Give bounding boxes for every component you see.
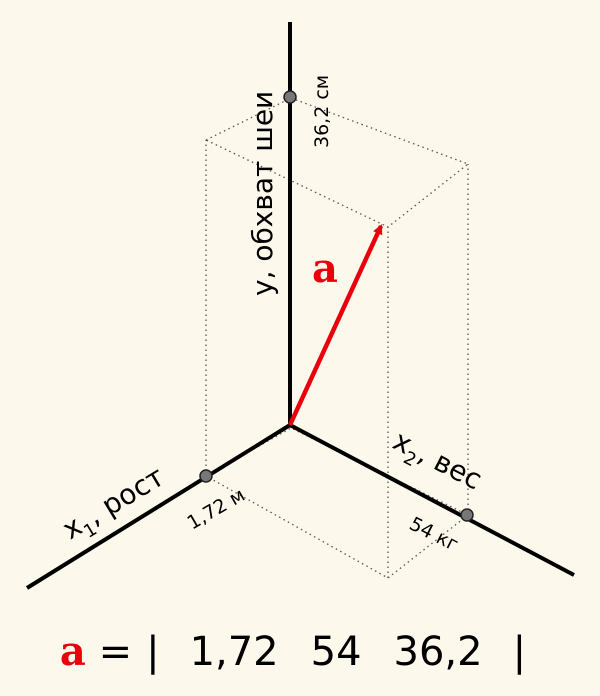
- x2-value-label: 54 кг: [406, 513, 462, 556]
- vector-formula: a = | 1,72 54 36,2 |: [0, 628, 600, 688]
- vector-a-arrow: [287, 224, 384, 426]
- formula-right-bar: |: [512, 629, 527, 675]
- x2-value-marker: [460, 508, 474, 522]
- x1-value-label: 1,72 м: [184, 484, 249, 534]
- y-axis-label: y, обхват шеи: [246, 91, 279, 296]
- formula-left-bar: |: [146, 629, 160, 675]
- x2-axis-label: x2, вес: [385, 424, 487, 502]
- x1-axis-label: x1, рост: [57, 460, 173, 551]
- vector-a-label: a: [312, 245, 338, 292]
- formula-component-x1: 1,72: [189, 629, 279, 675]
- y-value-marker: [283, 90, 297, 104]
- formula-vector-name: a: [59, 628, 86, 675]
- x1-value-marker: [199, 469, 213, 483]
- x2-axis: [289, 423, 575, 577]
- formula-component-y: 36,2: [393, 629, 483, 675]
- formula-component-x2: 54: [310, 629, 362, 675]
- x1-axis: [25, 423, 292, 590]
- y-value-label: 36,2 см: [311, 75, 333, 148]
- formula-equals: =: [98, 629, 133, 675]
